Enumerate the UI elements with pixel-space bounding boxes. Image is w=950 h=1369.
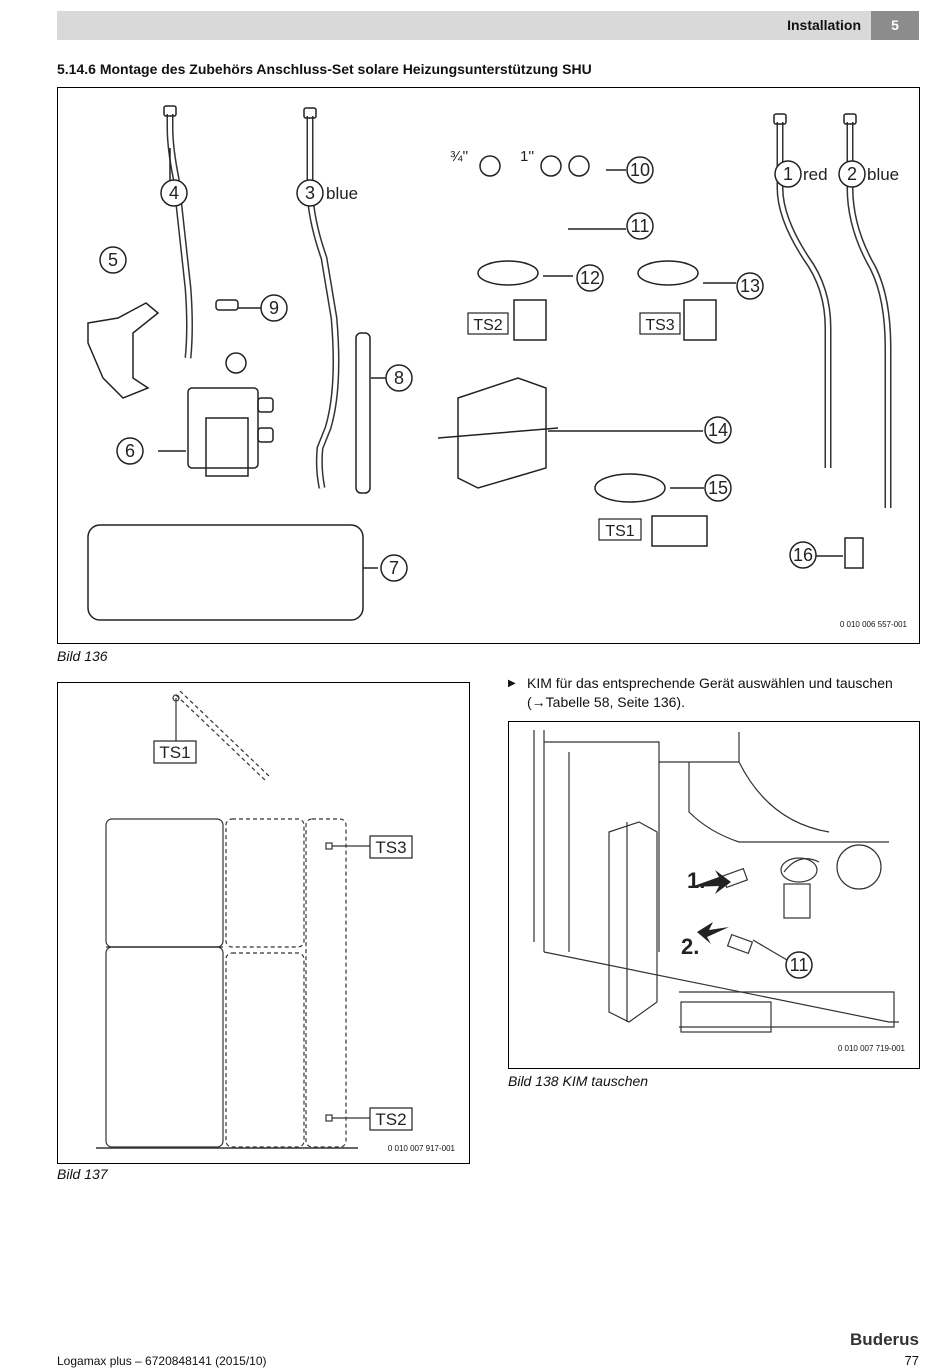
callout-13-text: 13 [740, 276, 760, 296]
figure-136-code: 0 010 006 557-001 [839, 620, 907, 629]
instruction-line-1: KIM für das entsprechende Gerät auswähle… [527, 675, 893, 691]
section-heading: 5.14.6 Montage des Zubehörs Anschluss-Se… [57, 61, 592, 77]
one-inch-label: 1'' [520, 148, 534, 165]
callout-8-text: 8 [394, 368, 404, 388]
callout-16 [789, 541, 817, 569]
callout-2-text: 2 [847, 164, 857, 184]
callout-3 [296, 179, 324, 207]
figure-137-caption: Bild 137 [57, 1166, 108, 1182]
footer-page-number: 77 [904, 1353, 919, 1368]
header-chapter-number: 5 [871, 11, 919, 40]
bullet-marker: ▶ [508, 678, 516, 689]
callout-11 [626, 212, 654, 240]
callout-3-text: 3 [305, 183, 315, 203]
callout-11-fig138 [785, 951, 813, 979]
callout-15-text: 15 [708, 478, 728, 498]
figure-136-drawing: 4 3 5 9 8 6 7 10 11 12 13 14 15 16 1 2 r… [87, 105, 899, 621]
callout-12-text: 12 [580, 268, 600, 288]
callout-5-text: 5 [108, 250, 118, 270]
instruction-line-2: (→Tabelle 58, Seite 136). [527, 694, 685, 710]
callout-6-text: 6 [125, 441, 135, 461]
callout-14-text: 14 [708, 420, 728, 440]
three-quarter-inch-label: ¾'' [450, 148, 468, 165]
blue-pipe-label-2: blue [867, 165, 899, 184]
step-2-label: 2. [681, 934, 699, 959]
figure-138-code: 0 010 007 719-001 [837, 1044, 905, 1053]
fig137-ts1-label: TS1 [159, 743, 190, 762]
callout-11-text: 11 [631, 216, 650, 236]
figure-138-caption: Bild 138 KIM tauschen [508, 1073, 649, 1089]
page-header-bar: Installation 5 [57, 11, 919, 40]
callout-12 [576, 264, 604, 292]
callout-9 [260, 294, 288, 322]
callout-4 [160, 179, 188, 207]
callout-9-text: 9 [269, 298, 279, 318]
ts2-label: TS2 [473, 317, 502, 334]
step-1-label: 1. [687, 868, 705, 893]
blue-pipe-label-3: blue [326, 184, 358, 203]
callout-11-fig138-text: 11 [790, 955, 809, 975]
callout-4-text: 4 [169, 183, 179, 203]
fig137-ts3-label: TS3 [375, 838, 406, 857]
callout-7 [380, 554, 408, 582]
callout-14 [704, 416, 732, 444]
figure-138: 1. 2. 11 0 010 007 719-001 [508, 721, 920, 1069]
figure-136-caption: Bild 136 [57, 648, 108, 664]
callout-13 [736, 272, 764, 300]
figure-138-drawing: 1. 2. 11 [533, 730, 899, 1033]
ts3-label: TS3 [645, 317, 674, 334]
figure-137: TS1 TS3 TS2 0 010 007 917-001 [57, 682, 470, 1164]
footer-doc-reference: Logamax plus – 6720848141 (2015/10) [57, 1354, 267, 1368]
callout-1 [774, 160, 802, 188]
callout-2 [838, 160, 866, 188]
figure-137-code: 0 010 007 917-001 [387, 1144, 455, 1153]
header-section-title: Installation [787, 17, 861, 33]
red-pipe-label: red [803, 165, 828, 184]
figure-137-drawing: TS1 TS3 TS2 [96, 690, 413, 1149]
callout-10 [626, 156, 654, 184]
callout-8 [385, 364, 413, 392]
callout-1-text: 1 [783, 164, 793, 184]
brand-logo: Buderus [850, 1330, 919, 1349]
callout-6 [116, 437, 144, 465]
figure-136: 4 3 5 9 8 6 7 10 11 12 13 14 15 16 1 2 r… [57, 87, 920, 644]
callout-5 [99, 246, 127, 274]
callout-16-text: 16 [793, 545, 813, 565]
fig137-ts2-label: TS2 [375, 1110, 406, 1129]
callout-7-text: 7 [389, 558, 399, 578]
callout-10-text: 10 [630, 160, 650, 180]
callout-15 [704, 474, 732, 502]
ts1-label: TS1 [605, 523, 634, 540]
